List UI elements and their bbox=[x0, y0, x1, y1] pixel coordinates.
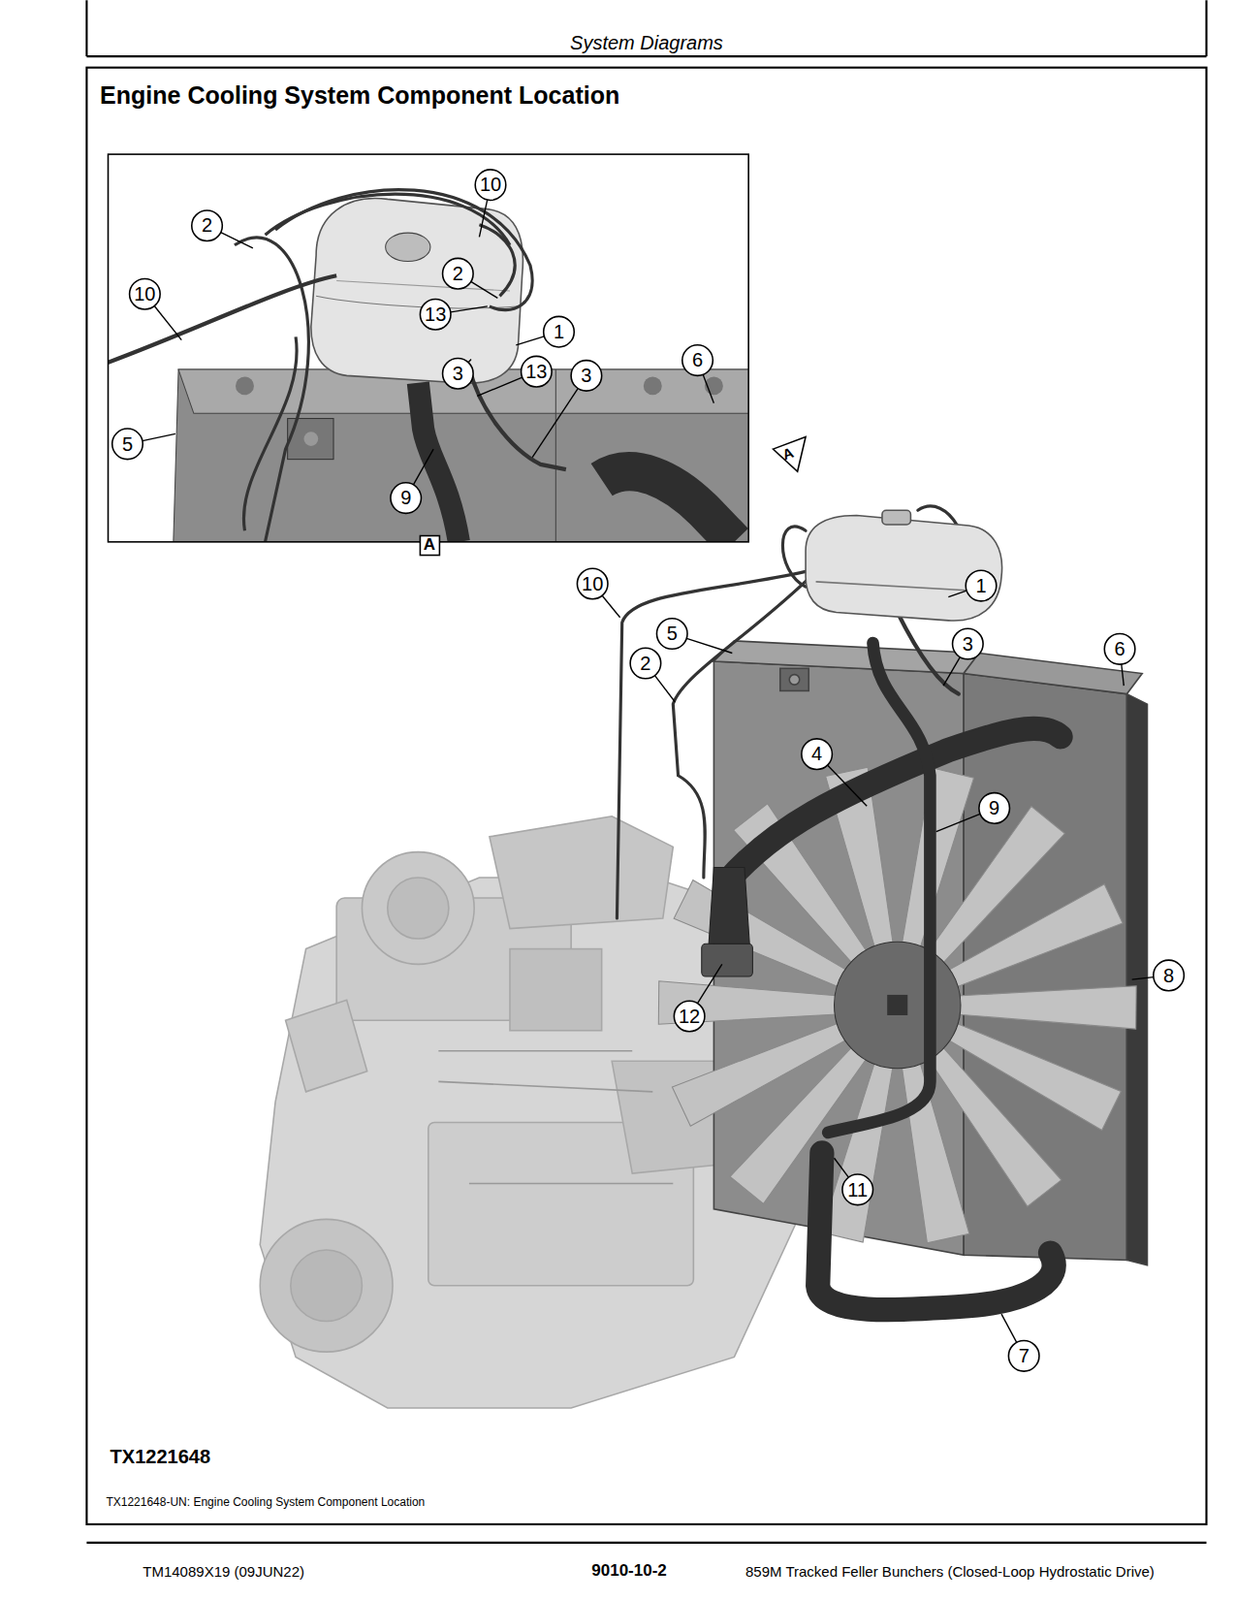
fan bbox=[658, 766, 1137, 1243]
callout-circle bbox=[1153, 959, 1185, 991]
leader-line bbox=[827, 764, 868, 806]
fan-blade bbox=[943, 884, 1123, 989]
leader-line bbox=[686, 637, 732, 653]
leader-line bbox=[154, 306, 182, 341]
callout-number: 8 bbox=[1163, 965, 1174, 985]
callout-circle bbox=[112, 428, 144, 460]
callout-circle bbox=[191, 210, 223, 242]
leader-line bbox=[1132, 977, 1154, 980]
callout-circle bbox=[656, 618, 688, 650]
callout-number: 6 bbox=[1114, 638, 1126, 659]
leader-line bbox=[515, 336, 544, 346]
fan-blade bbox=[671, 1020, 852, 1126]
callout-number: 5 bbox=[122, 434, 133, 454]
leader-line bbox=[1121, 664, 1124, 686]
hoses bbox=[616, 506, 1061, 1310]
callout-circle bbox=[842, 1173, 874, 1205]
fan-blade bbox=[952, 985, 1137, 1029]
callout-circle bbox=[521, 355, 553, 387]
callout-circle bbox=[443, 357, 475, 389]
page-title: Engine Cooling System Component Location bbox=[99, 81, 620, 110]
leader-line bbox=[654, 675, 675, 702]
callout-circle bbox=[979, 792, 1011, 824]
leader-line bbox=[532, 388, 578, 458]
leader-line bbox=[221, 232, 254, 249]
callout-circle bbox=[1104, 633, 1136, 666]
view-label-box bbox=[419, 536, 440, 556]
callout-circle bbox=[630, 647, 662, 679]
callout-number: 2 bbox=[452, 263, 464, 284]
callout-circle bbox=[965, 570, 997, 602]
callout-number: 13 bbox=[424, 304, 446, 324]
callout-circle bbox=[543, 316, 575, 348]
leader-lines bbox=[112, 169, 1185, 1371]
callout-circle bbox=[952, 628, 984, 660]
callout-number: 5 bbox=[666, 623, 678, 643]
callout-number: 1 bbox=[975, 575, 986, 596]
callout-circle bbox=[1008, 1340, 1040, 1372]
page-number: 9010-10-2 bbox=[591, 1560, 667, 1581]
leader-line bbox=[412, 448, 434, 485]
leader-line bbox=[697, 963, 723, 1003]
callout-number: 3 bbox=[962, 633, 974, 654]
callout-number: 3 bbox=[452, 363, 464, 383]
fan-hub bbox=[834, 941, 961, 1068]
leader-line bbox=[450, 306, 488, 313]
leader-line bbox=[948, 590, 967, 597]
callout-number: 2 bbox=[201, 215, 213, 235]
callout-number: 2 bbox=[639, 653, 651, 673]
callout-circle bbox=[801, 738, 833, 770]
callout-circle bbox=[576, 568, 608, 600]
callout-number: 13 bbox=[525, 361, 547, 381]
figure-caption: TX1221648-UN: Engine Cooling System Comp… bbox=[105, 1494, 425, 1509]
callout-number: 10 bbox=[581, 573, 603, 594]
fan-shaft bbox=[887, 994, 908, 1015]
callout-number: 12 bbox=[678, 1006, 700, 1026]
callout-number: 10 bbox=[133, 284, 156, 304]
view-arrow bbox=[772, 436, 806, 472]
thermostat-housing bbox=[701, 866, 754, 977]
section-header: System Diagrams bbox=[570, 31, 724, 55]
leader-line bbox=[943, 657, 960, 687]
coolant-reservoir bbox=[805, 509, 1003, 621]
machine-name: 859M Tracked Feller Bunchers (Closed-Loo… bbox=[733, 1562, 1154, 1581]
callout-number: 11 bbox=[847, 1179, 868, 1200]
callout-circle bbox=[475, 169, 507, 201]
callout-number: 7 bbox=[1018, 1345, 1030, 1365]
callout-number: 6 bbox=[692, 349, 703, 370]
callout-number: 10 bbox=[479, 174, 502, 194]
callout-circle bbox=[682, 345, 714, 377]
callout-circle bbox=[443, 257, 475, 289]
callout-number: 9 bbox=[400, 487, 412, 508]
leader-line bbox=[478, 199, 487, 237]
leader-line bbox=[1001, 1313, 1017, 1342]
leader-line bbox=[602, 595, 620, 618]
leader-line bbox=[476, 377, 522, 396]
page-frame bbox=[86, 0, 1206, 1543]
callout-number: 9 bbox=[988, 797, 1000, 818]
leader-line bbox=[471, 281, 499, 298]
leader-line bbox=[936, 813, 981, 831]
callout-circle bbox=[129, 278, 161, 310]
leader-line bbox=[142, 433, 176, 441]
callout-number: 1 bbox=[553, 321, 565, 342]
inset-view bbox=[108, 154, 751, 542]
callout-number: 3 bbox=[580, 365, 592, 385]
leader-line bbox=[834, 1157, 850, 1177]
manual-id: TM14089X19 (09JUN22) bbox=[142, 1562, 305, 1580]
callout-circle bbox=[390, 482, 422, 514]
figure-number: TX1221648 bbox=[110, 1445, 211, 1468]
callout-circle bbox=[673, 1000, 705, 1032]
callout-number: 4 bbox=[811, 743, 823, 763]
view-label: A bbox=[423, 535, 436, 555]
callout-circle bbox=[419, 298, 451, 330]
callout-circle bbox=[570, 360, 603, 392]
leader-line bbox=[702, 374, 714, 403]
